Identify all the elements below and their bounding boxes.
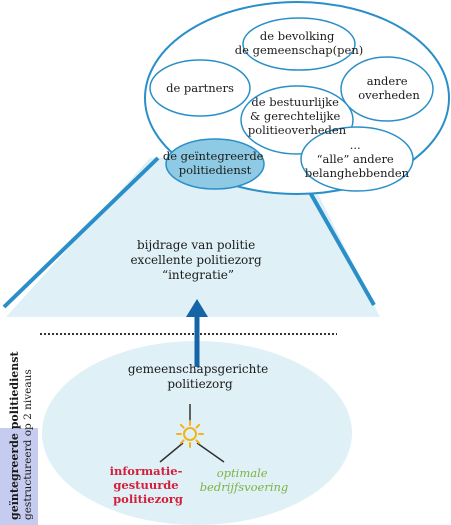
ellipse-belanghebbenden	[300, 126, 414, 192]
label-partners: de partners	[166, 81, 234, 95]
label-bedrijfsvoering: optimale bedrijfsvoering	[200, 466, 289, 494]
connector-left	[159, 442, 184, 463]
label-belanghebbenden: ... “alle” andere belanghebbenden	[305, 138, 410, 180]
label-overheden: andere overheden	[358, 74, 420, 102]
ellipse-partners	[149, 59, 251, 117]
label-politiedienst: de geïntegreerde politiedienst	[163, 149, 267, 177]
sun-icon	[176, 420, 204, 448]
triangle-text: bijdrage van politie excellente politiez…	[130, 238, 265, 282]
label-bevolking: de bevolking de gemeenschap(pen)	[235, 29, 363, 57]
ellipse-politiedienst	[165, 138, 265, 190]
ellipse-overheden	[340, 56, 434, 122]
side-label-secondary: gestructureerd op 2 niveaus	[22, 369, 34, 520]
contribution-trapezoid	[6, 158, 380, 317]
side-band	[0, 428, 38, 525]
community-policing-ellipse	[42, 341, 352, 525]
arrow-up-icon	[186, 299, 208, 367]
ellipse-bevolking	[242, 17, 356, 71]
side-label-primary: geïntegreerde politiedienst	[8, 351, 21, 520]
label-bestuurlijke: de bestuurlijke & gerechtelijke politieo…	[248, 95, 347, 137]
triangle-left-edge	[2, 156, 160, 309]
label-informatie-gestuurd: informatie- gestuurde politiezorg	[110, 464, 187, 506]
bottom-title: gemeenschapsgerichte politiezorg	[128, 362, 272, 391]
connector-right	[196, 442, 225, 463]
